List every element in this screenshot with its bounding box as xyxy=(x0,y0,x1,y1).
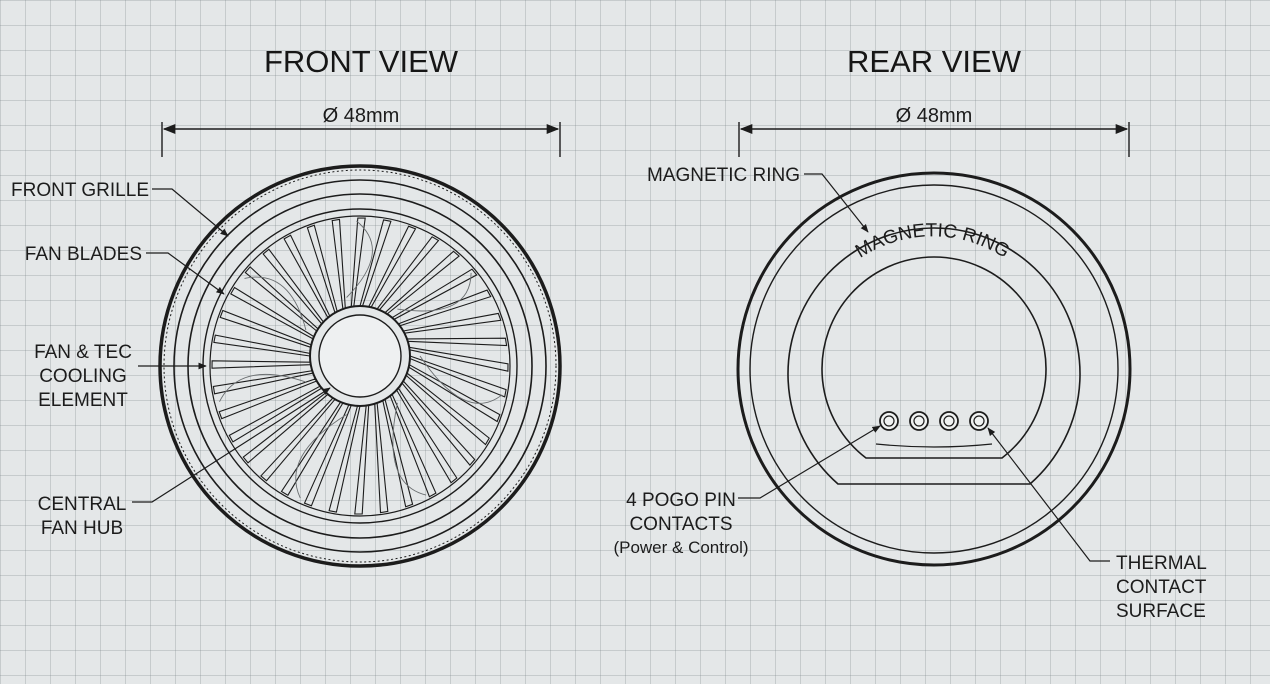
fan-blade-curve xyxy=(295,414,347,499)
callout-central-hub: CENTRAL FAN HUB xyxy=(38,387,331,539)
label-fan-blades: FAN BLADES xyxy=(25,244,142,265)
fan-blade xyxy=(374,402,389,514)
label-fan-tec-line1: FAN & TEC xyxy=(34,342,132,363)
label-central-hub-line2: FAN HUB xyxy=(41,518,123,539)
fan-blade xyxy=(211,360,312,369)
callout-magnetic-ring: MAGNETIC RING xyxy=(647,165,869,233)
fan-blade xyxy=(401,380,476,466)
fan-blade xyxy=(408,363,501,423)
fan-blade xyxy=(218,378,318,420)
pogo-pin xyxy=(969,411,989,431)
pogo-pin-center xyxy=(883,415,895,427)
pogo-pin-center xyxy=(973,415,985,427)
pogo-pin-center xyxy=(913,415,925,427)
fan-blade-curve xyxy=(392,402,427,496)
fan-blade-curve xyxy=(419,355,503,404)
pogo-pin xyxy=(909,411,929,431)
pogo-pin-contacts xyxy=(879,411,989,431)
label-thermal-line2: CONTACT xyxy=(1116,577,1207,598)
callout-pogo-pins: 4 POGO PIN CONTACTS (Power & Control) xyxy=(613,425,881,557)
label-pogo-line1: 4 POGO PIN xyxy=(626,490,736,511)
fan-blade xyxy=(228,385,323,443)
rear-view: REAR VIEW Ø 48mm MAGNETIC RING MAGNETIC … xyxy=(613,44,1206,622)
callout-fan-tec: FAN & TEC COOLING ELEMENT xyxy=(34,342,207,411)
label-front-grille: FRONT GRILLE xyxy=(11,180,149,201)
front-diameter-dimension: Ø 48mm xyxy=(161,105,561,157)
pogo-pin xyxy=(879,411,899,431)
pogo-pin xyxy=(939,411,959,431)
fan-blade-curve xyxy=(219,373,307,402)
callout-fan-blades: FAN BLADES xyxy=(25,244,225,295)
label-pogo-line2: CONTACTS xyxy=(629,514,732,535)
callout-thermal: THERMAL CONTACT SURFACE xyxy=(987,427,1207,622)
fan-blade-curve xyxy=(346,220,373,298)
fan-blade xyxy=(406,337,508,347)
fan-blade-curve xyxy=(244,276,307,331)
label-fan-tec-line3: ELEMENT xyxy=(38,390,128,411)
fan-blade-curve xyxy=(397,272,472,312)
callout-front-grille: FRONT GRILLE xyxy=(11,180,229,237)
fan-blade xyxy=(331,218,346,310)
label-magnetic-ring: MAGNETIC RING xyxy=(647,165,800,186)
front-view-title: FRONT VIEW xyxy=(264,44,459,79)
rear-diameter-label: Ø 48mm xyxy=(896,105,973,127)
label-thermal-line3: SURFACE xyxy=(1116,601,1206,622)
label-fan-tec-line2: COOLING xyxy=(39,366,127,387)
magnetic-ring-textpath: MAGNETIC RING xyxy=(852,220,1013,262)
front-view: FRONT VIEW Ø 48mm FRONT GRILLE xyxy=(11,44,562,568)
magnetic-ring: MAGNETIC RING xyxy=(787,220,1081,485)
label-central-hub-line1: CENTRAL xyxy=(38,494,127,515)
central-fan-hub xyxy=(309,305,411,407)
thermal-contact-surface xyxy=(821,256,1047,459)
rear-diameter-dimension: Ø 48mm xyxy=(738,105,1130,157)
pogo-pin-center xyxy=(943,415,955,427)
fan-blade xyxy=(408,346,509,372)
label-thermal-line1: THERMAL xyxy=(1116,553,1207,574)
rear-body xyxy=(736,171,1132,567)
front-diameter-label: Ø 48mm xyxy=(323,105,400,127)
fan-blade xyxy=(260,397,336,482)
label-pogo-line3: (Power & Control) xyxy=(613,538,748,557)
magnetic-ring-text: MAGNETIC RING xyxy=(852,220,1013,262)
rear-view-title: REAR VIEW xyxy=(847,44,1022,79)
